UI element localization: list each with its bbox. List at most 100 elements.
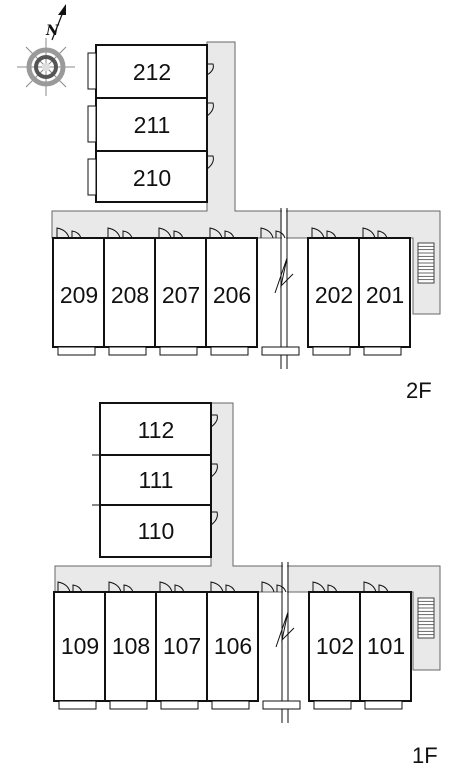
wing-unit-1: 211 xyxy=(87,97,214,152)
row-unit-2: 207 xyxy=(154,227,207,356)
north-label: N xyxy=(45,23,60,39)
balcony xyxy=(58,700,97,710)
unit-number: 211 xyxy=(134,112,171,138)
row-unit-1: 208 xyxy=(103,227,156,356)
row-unit-2: 107 xyxy=(155,581,208,710)
unit-number: 101 xyxy=(367,633,405,659)
unit-number: 109 xyxy=(61,633,99,659)
row-unit-1: 108 xyxy=(104,581,157,710)
row-unit-0: 109 xyxy=(53,581,106,710)
break-mark xyxy=(274,257,294,294)
door-icon xyxy=(159,581,173,593)
door-icon xyxy=(363,581,377,593)
unit-number: 108 xyxy=(112,633,150,659)
unit-number: 110 xyxy=(138,518,175,544)
balcony xyxy=(57,346,96,356)
meter-icon xyxy=(378,584,389,593)
unit-number: 102 xyxy=(316,633,354,659)
meter-icon xyxy=(122,230,133,239)
door-icon xyxy=(261,581,275,593)
unit-number: 201 xyxy=(366,282,404,308)
meter-icon xyxy=(327,584,338,593)
row-unit-6: 201 xyxy=(358,227,411,356)
meter-icon xyxy=(123,584,134,593)
balcony xyxy=(364,700,403,710)
row-unit-5: 202 xyxy=(307,227,360,356)
wing-unit-0: 212 xyxy=(87,44,214,99)
wing-unit-2: 210 xyxy=(87,150,214,203)
unit-number: 111 xyxy=(139,467,174,493)
door-icon xyxy=(311,227,325,239)
unit-number: 107 xyxy=(163,633,201,659)
meter-icon xyxy=(174,584,185,593)
north-arrow-icon xyxy=(51,4,66,41)
unit-number: 209 xyxy=(60,282,98,308)
door-icon xyxy=(108,581,122,593)
unit-number: 206 xyxy=(213,282,251,308)
wing-unit-2: 110 xyxy=(99,504,218,558)
unit-number: 208 xyxy=(111,282,149,308)
break-gap xyxy=(283,562,287,723)
balcony xyxy=(312,346,351,356)
compass-rose-icon xyxy=(17,38,75,96)
wing-unit-0: 112 xyxy=(92,402,218,456)
balcony xyxy=(109,700,148,710)
staircase-icon xyxy=(417,242,435,284)
door-icon xyxy=(210,581,224,593)
row-unit-6: 101 xyxy=(359,581,412,710)
row-unit-3: 206 xyxy=(205,227,258,356)
unit-row: 109 108 107 106 102 101 xyxy=(53,562,412,723)
meter-icon xyxy=(225,584,236,593)
door-icon xyxy=(312,581,326,593)
wing-unit-1: 111 xyxy=(92,454,218,506)
balcony xyxy=(159,346,198,356)
door-icon xyxy=(260,227,274,239)
unit-walls xyxy=(52,237,105,348)
balcony xyxy=(262,700,301,710)
balcony xyxy=(108,346,147,356)
door-icon xyxy=(206,63,214,76)
floor-2: 212 211 210 209 208 207 xyxy=(51,41,441,403)
staircase-icon xyxy=(417,597,435,639)
unit-walls xyxy=(154,237,207,348)
balcony xyxy=(211,700,250,710)
door-icon xyxy=(362,227,376,239)
row-unit-5: 102 xyxy=(308,581,361,710)
row-unit-4 xyxy=(256,208,300,369)
unit-number: 212 xyxy=(133,59,171,85)
meter-icon xyxy=(326,230,337,239)
row-unit-3: 106 xyxy=(206,581,259,710)
meter-icon xyxy=(224,230,235,239)
door-icon xyxy=(158,227,172,239)
balcony xyxy=(261,346,300,356)
door-icon xyxy=(107,227,121,239)
break-mark xyxy=(275,611,295,648)
unit-walls xyxy=(103,237,156,348)
door-icon xyxy=(206,155,214,170)
unit-number: 112 xyxy=(138,417,175,443)
door-icon xyxy=(206,102,214,117)
meter-icon xyxy=(276,584,287,593)
unit-row: 209 208 207 206 202 201 xyxy=(52,208,411,369)
door-icon xyxy=(210,463,218,478)
floor-label: 1F xyxy=(412,743,438,768)
door-icon xyxy=(210,511,218,526)
unit-walls xyxy=(205,237,258,348)
door-icon xyxy=(210,414,218,428)
balcony xyxy=(313,700,352,710)
row-unit-4 xyxy=(257,562,301,723)
floor-label: 2F xyxy=(406,378,432,403)
meter-icon xyxy=(377,230,388,239)
meter-icon xyxy=(71,230,82,239)
meter-icon xyxy=(72,584,83,593)
unit-number: 106 xyxy=(214,633,252,659)
door-icon xyxy=(56,227,70,239)
break-gap xyxy=(282,208,286,369)
unit-number: 202 xyxy=(315,282,353,308)
unit-number: 210 xyxy=(133,165,171,191)
balcony xyxy=(210,346,249,356)
door-icon xyxy=(57,581,71,593)
compass: N xyxy=(17,4,75,96)
balcony xyxy=(363,346,402,356)
